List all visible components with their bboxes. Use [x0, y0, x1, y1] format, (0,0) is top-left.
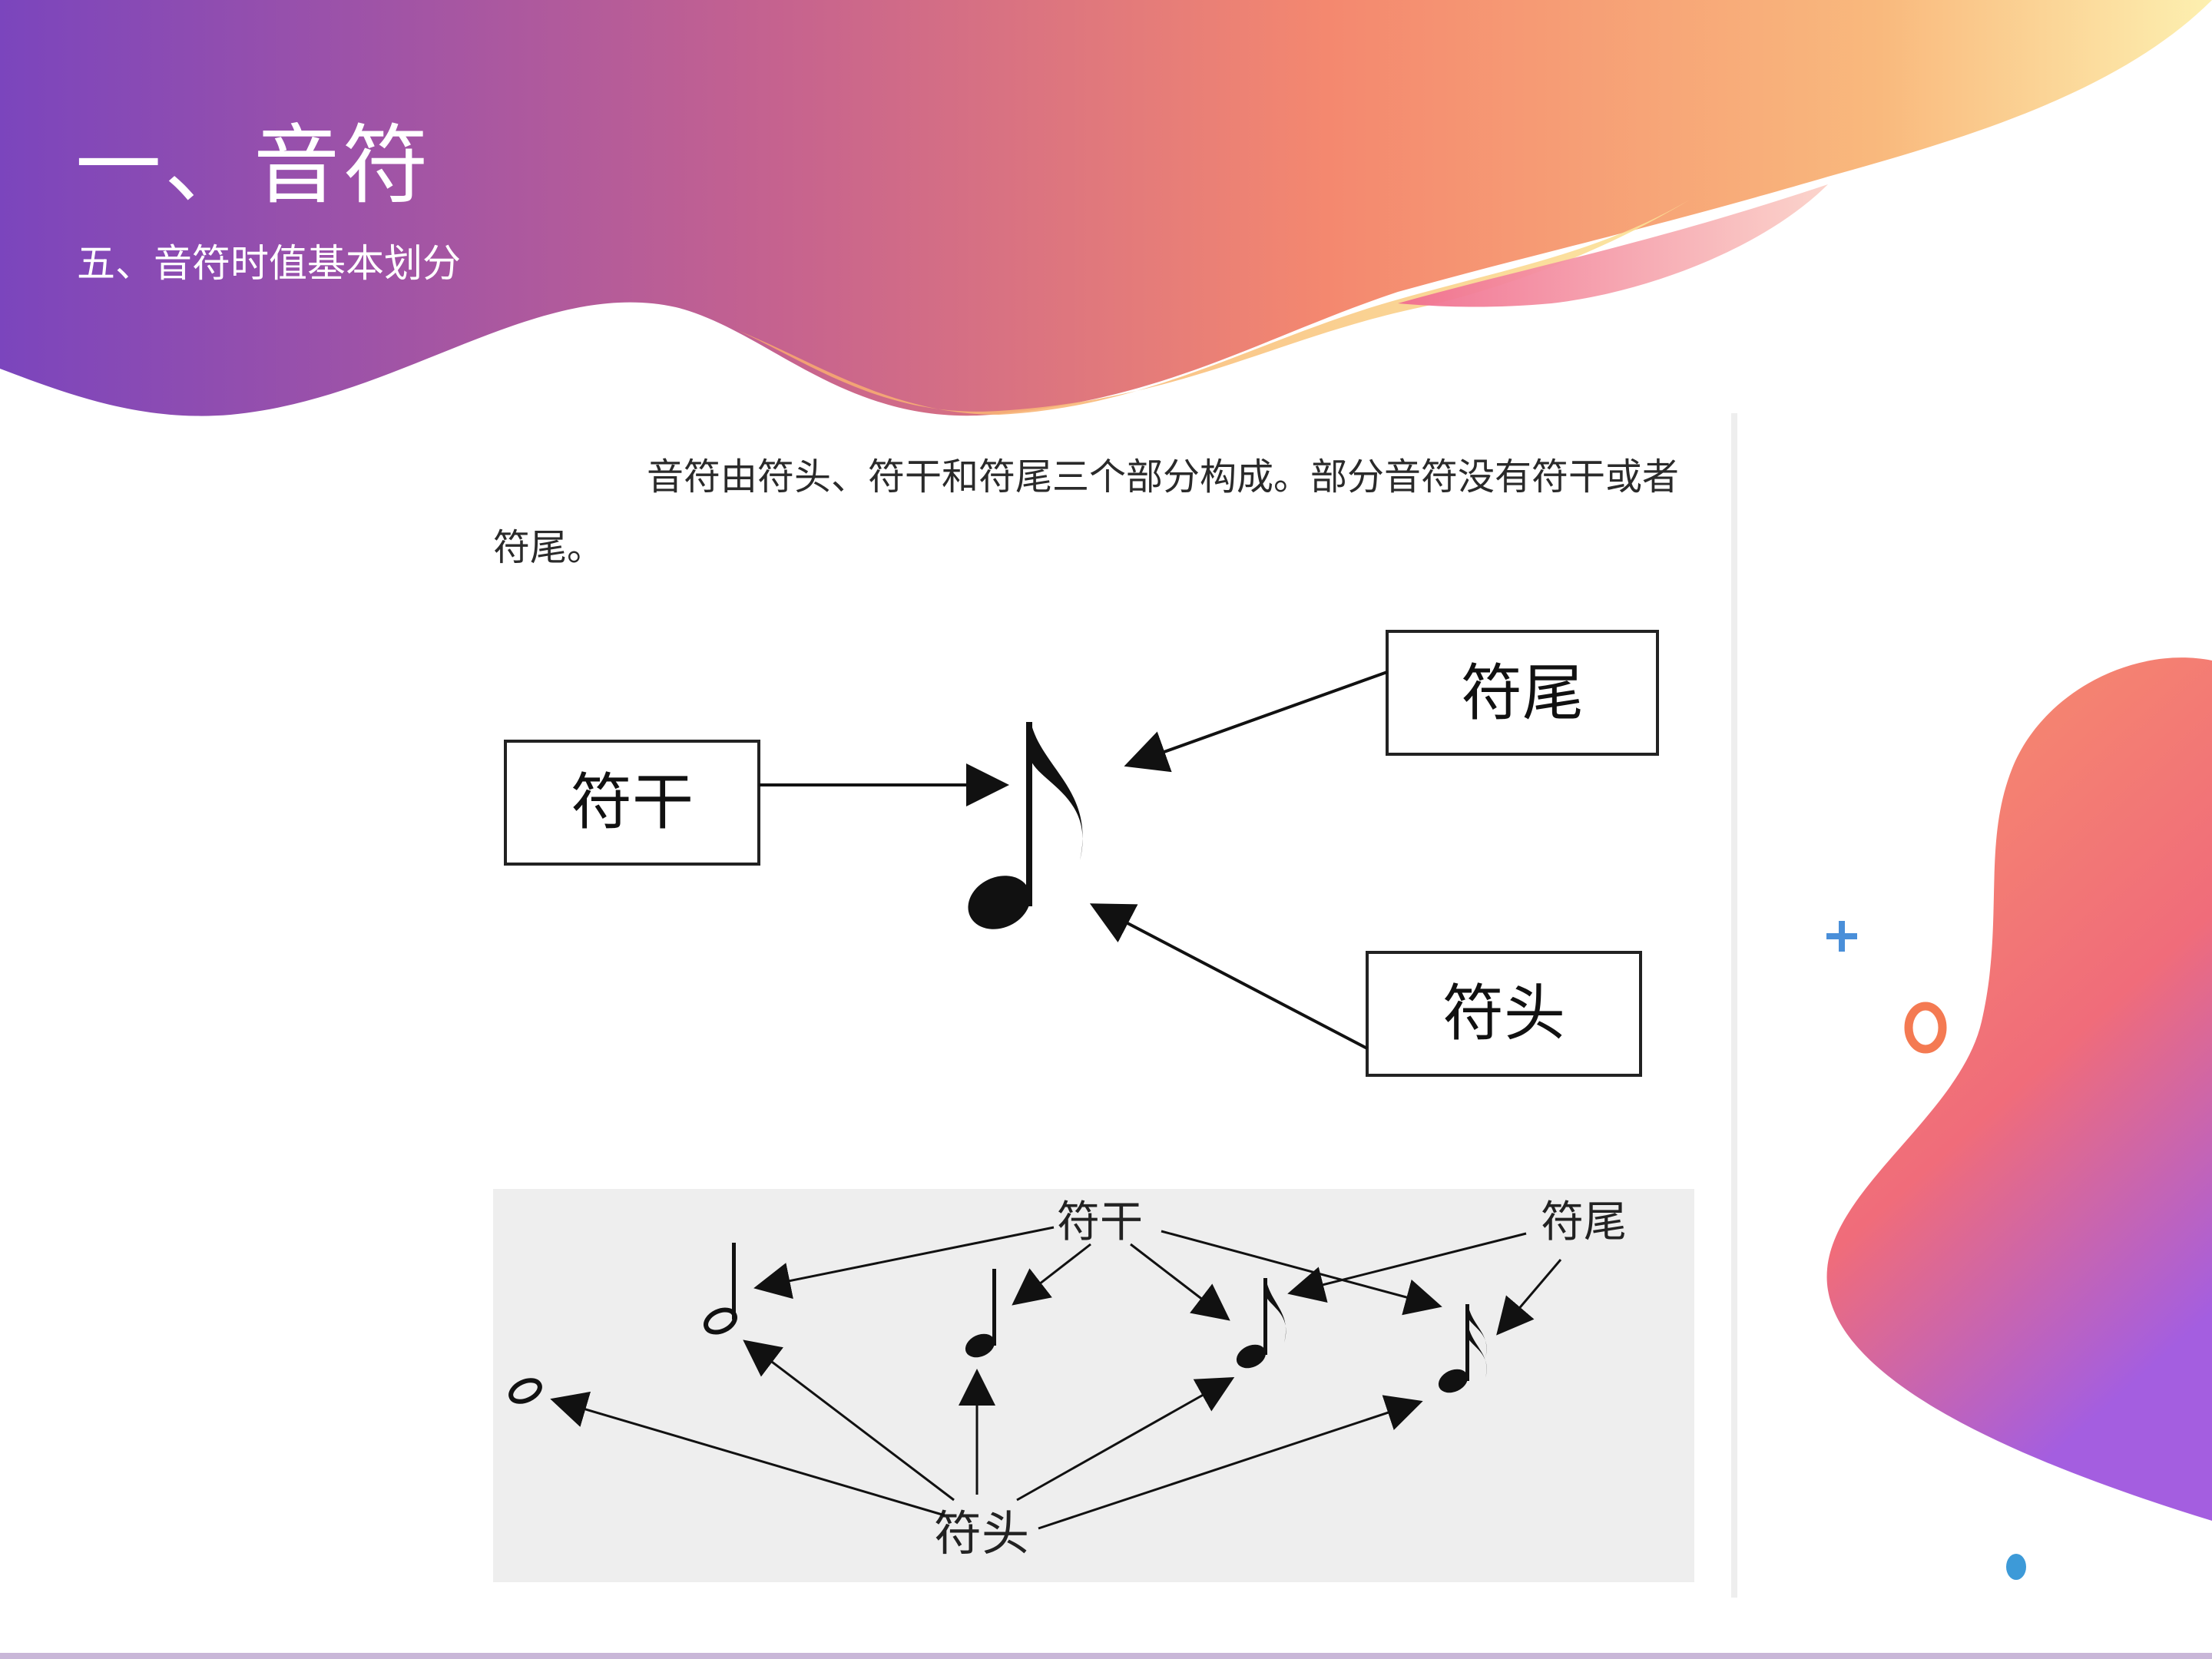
note-types-diagram: 符干 符尾 符头 [493, 1189, 1694, 1582]
page-subtitle: 五、音符时值基本划分 [77, 241, 461, 286]
stem-box [504, 740, 760, 866]
flag-label-2: 符尾 [1541, 1197, 1627, 1247]
flag-label: 符尾 [1461, 657, 1584, 729]
whole-note-icon [508, 1378, 542, 1404]
eighth-note-icon-2 [1236, 1278, 1286, 1369]
stem-label-2: 符干 [1057, 1197, 1143, 1247]
intro-paragraph: 音符由符头、符干和符尾三个部分构成。部分音符没有符干或者符尾。 [493, 455, 1680, 569]
right-blob [1826, 657, 2212, 1521]
quarter-note-icon [965, 1269, 996, 1358]
head-label-2: 符头 [934, 1505, 1029, 1561]
note-parts-diagram: 符干 符尾 符头 [504, 630, 1659, 1077]
dot-icon [2006, 1554, 2026, 1580]
vertical-divider [1731, 413, 1737, 1598]
bottom-bar [0, 1653, 2212, 1659]
head-label: 符头 [1442, 978, 1565, 1049]
stem-label: 符干 [571, 767, 694, 838]
page-title: 一、音符 [75, 116, 432, 216]
head-box [1366, 951, 1642, 1077]
half-note-icon [704, 1243, 737, 1335]
plus-icon [1826, 921, 1857, 952]
sixteenth-note-icon [1438, 1304, 1487, 1393]
ring-icon [1904, 1002, 1947, 1054]
flag-box [1386, 630, 1659, 756]
eighth-note-icon [968, 722, 1083, 929]
top-wave [0, 0, 2212, 416]
pink-wave [1398, 184, 1828, 307]
